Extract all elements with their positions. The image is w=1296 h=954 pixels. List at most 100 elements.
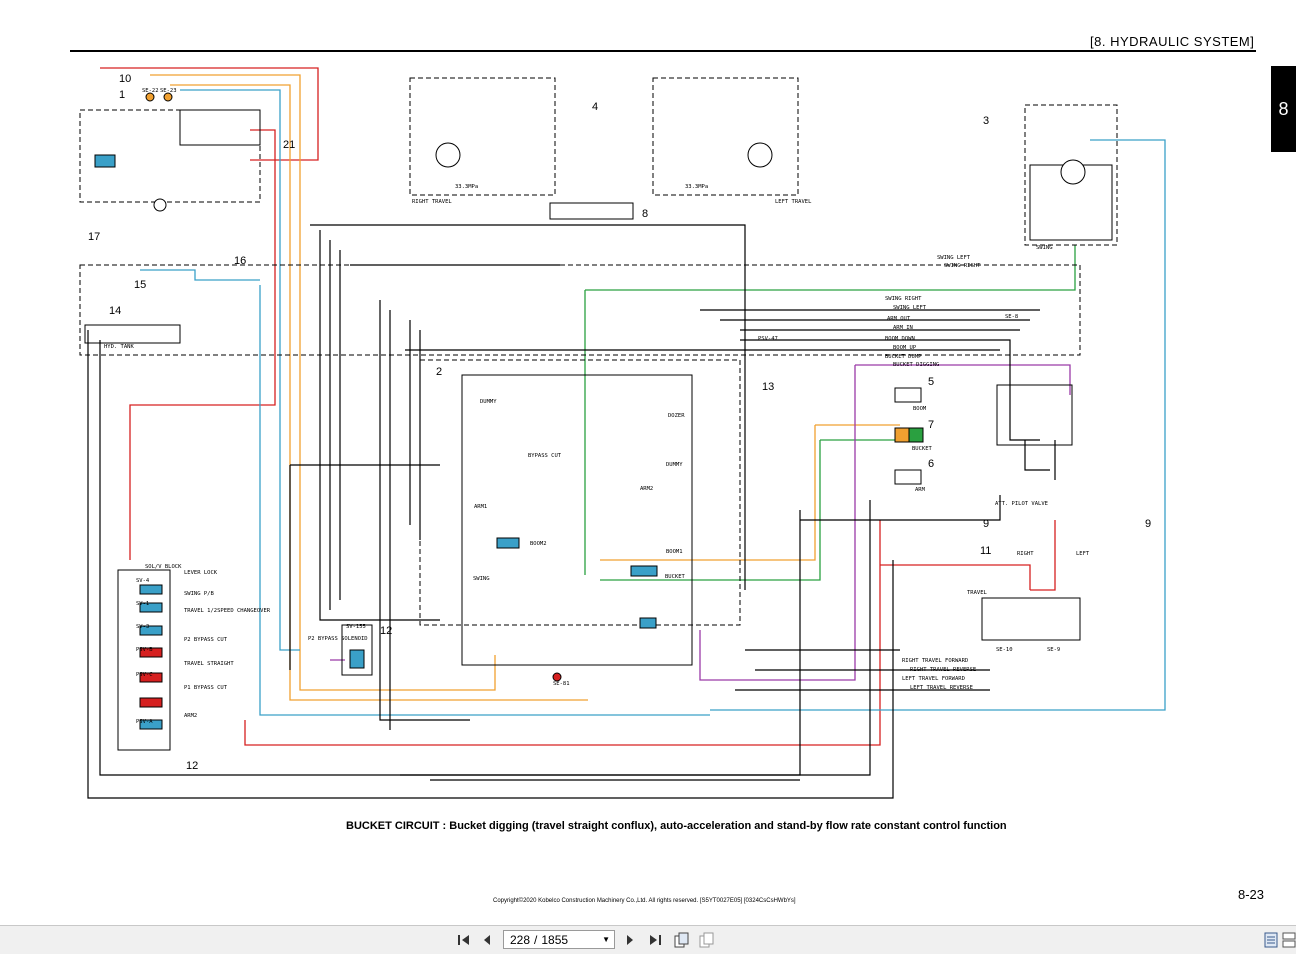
callout-17: 16 [234,255,246,267]
label-left: LEFT [1076,551,1090,557]
label-sv4: SV-4 [136,578,150,584]
previous-page-button[interactable] [478,931,496,949]
single-page-view-button[interactable] [1262,931,1280,949]
label-swing-left: SWING LEFT [937,255,971,261]
label-boom-up: BOOM UP [893,345,917,351]
section-header: [8. HYDRAULIC SYSTEM] [1090,34,1255,49]
callout-4: 4 [592,101,598,113]
label-left-travel: LEFT TRAVEL [775,199,812,205]
label-p2-bypass-sol: P2 BYPASS SOLENOID [308,636,368,642]
total-pages: 1855 [541,932,569,947]
label-bucket-dump: BUCKET DUMP [885,354,922,360]
callout-1: 1 [119,89,125,101]
label-right: RIGHT [1017,551,1034,557]
label-arm-cyl: ARM [915,487,926,493]
chapter-tab: 8 [1271,66,1296,152]
next-page-icon [627,935,633,945]
next-page-button[interactable] [621,931,639,949]
label-arm2: ARM2 [640,486,653,492]
label-swing-spool: SWING [473,576,490,582]
label-boom2: BOOM2 [530,541,547,547]
label-dozer: DOZER [668,413,685,419]
label-boom-down: BOOM DOWN [885,336,915,342]
label-right-travel: RIGHT TRAVEL [412,199,452,205]
label-sv155: SV-155 [346,624,366,630]
label-travel-straight: TRAVEL STRAIGHT [184,661,234,667]
green-line [584,245,1076,581]
last-page-icon [650,935,661,945]
rotate-page-button[interactable] [673,931,691,949]
document-page: [8. HYDRAULIC SYSTEM] 8 [70,34,1296,904]
label-rt-forward: RIGHT TRAVEL FORWARD [902,658,968,664]
label-swing-left-pilot: SWING LEFT [893,305,927,311]
page-separator: / [534,932,538,947]
last-page-button[interactable] [646,931,664,949]
copy-pages-icon [674,932,689,948]
label-swing-pb: SWING P/B [184,591,214,597]
blue-line [140,269,260,281]
callout-7: 7 [928,419,934,431]
callout-9-right: 9 [1145,518,1151,530]
label-bucket-digging: BUCKET DIGGING [893,362,939,368]
diagram-caption: BUCKET CIRCUIT : Bucket digging (travel … [346,820,1007,832]
orange-line [600,424,900,561]
label-hyd-tank: HYD. TANK [104,344,134,350]
pdf-viewer-toolbar: 228 / 1855 ▼ [0,925,1296,954]
label-sol-v-block: SOL/V BLOCK [145,564,182,570]
single-page-icon [1264,932,1278,948]
label-rt-reverse: RIGHT TRAVEL REVERSE [910,667,976,673]
copyright-notice: Copyright©2020 Kobelco Construction Mach… [493,898,796,904]
callout-21: 21 [283,139,295,151]
callout-14: 12 [380,625,392,637]
callout-12: 12 [186,760,198,772]
label-bypass-cut: BYPASS CUT [528,453,562,459]
current-page: 228 [510,932,531,947]
label-bucket-cyl: BUCKET [912,446,933,452]
previous-page-icon [484,935,490,945]
callout-3: 3 [983,115,989,127]
label-sv1: SV-1 [136,601,149,607]
label-se22: SE-22 [142,88,159,94]
page-number-input[interactable]: 228 / 1855 ▼ [503,930,615,949]
label-se10: SE-10 [996,647,1013,653]
label-dummy-2: DUMMY [666,462,683,468]
red-line [244,520,1031,746]
callout-8: 8 [642,208,648,220]
blue-line [180,89,1166,716]
label-psv-b: PSV-B [136,647,153,653]
label-att-pilot: ATT. PILOT VALVE [995,501,1048,507]
label-arm2-sol: ARM2 [184,713,197,719]
hydraulic-schematic: 10 1 21 4 8 3 17 16 15 14 2 13 5 7 6 9 9… [79,67,1166,799]
label-se9: SE-9 [1047,647,1060,653]
label-pressure-right: 33.3MPa [455,184,478,190]
label-travel-speed: TRAVEL 1/2SPEED CHANGEOVER [184,608,271,614]
pages-icon [699,932,714,948]
label-boom1: BOOM1 [666,549,683,555]
label-arm-in: ARM IN [893,325,913,331]
orange-line [150,74,588,701]
label-se8: SE-8 [1005,314,1018,320]
continuous-view-button[interactable] [1280,931,1296,949]
label-swing-right: SWING RIGHT [944,263,981,269]
label-psv47: PSV-47 [758,336,778,342]
chevron-down-icon[interactable]: ▼ [602,935,610,944]
label-se23: SE-23 [160,88,177,94]
label-arm-out: ARM OUT [887,316,911,322]
page-number: 8-23 [1238,887,1265,902]
continuous-pages-icon [1282,932,1296,948]
label-lt-reverse: LEFT TRAVEL REVERSE [910,685,973,691]
callout-10: 11 [980,545,991,557]
pages-view-button[interactable] [698,931,716,949]
label-lt-forward: LEFT TRAVEL FORWARD [902,676,965,682]
label-sv3: SV-3 [136,624,149,630]
first-page-button[interactable] [455,931,473,949]
header-rule [70,50,1256,52]
first-page-icon [458,935,469,945]
callout-2: 2 [436,366,442,378]
label-p2-bypass-cut: P2 BYPASS CUT [184,637,228,643]
label-swing-right-pilot: SWING RIGHT [885,296,922,302]
purple-line [330,364,1071,681]
label-psv-a: PSV-A [136,719,153,725]
label-bucket-spool: BUCKET [665,574,686,580]
label-p1-bypass-cut: P1 BYPASS CUT [184,685,228,691]
